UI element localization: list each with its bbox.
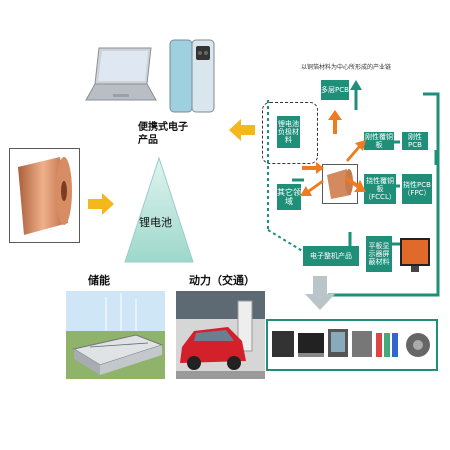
orange-arrows [300,110,370,210]
box-flex-ccl: 挠性覆铜板（FCCL） [364,174,396,204]
box-electronics: 电子整机产品 [303,246,359,266]
box-multilayer-pcb: 多层PCB [321,80,349,100]
car-image [176,291,265,379]
box-rigid-ccl: 刚性覆铜板 [364,132,394,150]
dashed-group [262,102,318,164]
box-rigid-pcb: 刚性PCB [402,132,428,150]
box-panel-display: 平板显示器屏蔽材料 [366,236,392,272]
box-other-fields: 其它领域 [277,184,301,210]
portable-label: 便携式电子产品 [138,122,188,146]
arrow-right-icon [88,193,114,215]
box-flex-pcb: 挠性PCB（FPC） [402,174,432,204]
copper-foil-image [9,148,80,243]
monitor-image [399,236,431,274]
box-battery-anode: 锂电池负极材料 [277,116,300,148]
storage-label: 储能 [88,274,110,287]
battery-triangle [123,156,195,264]
phone-image [168,38,216,114]
laptop-image [85,44,157,106]
storage-image [66,291,165,379]
arrow-left-icon [229,119,255,141]
product-strip [266,319,438,371]
chain-title: 以铜箔材料为中心所形成的产业链 [301,64,392,71]
power-label: 动力（交通） [189,274,255,287]
arrow-down-icon [305,276,335,310]
battery-label: 锂电池 [139,216,172,229]
